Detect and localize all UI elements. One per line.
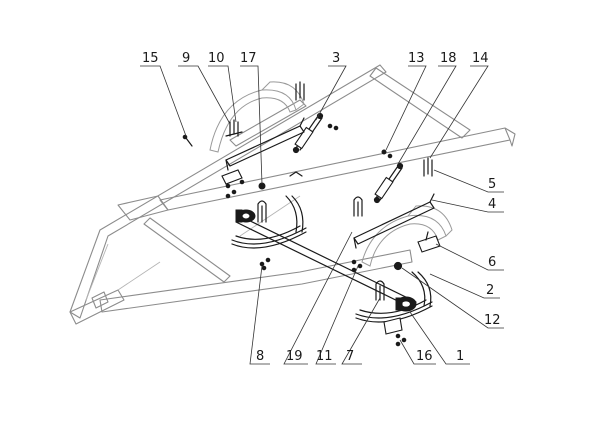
- callout-10: 10: [208, 51, 225, 66]
- fender-left: [209, 81, 305, 153]
- callout-3: 3: [332, 51, 340, 66]
- u-bolt-right-lower: [375, 280, 385, 301]
- wheel-hub-right: [395, 296, 417, 312]
- callout-6: 6: [488, 255, 496, 270]
- leaf-spring-right: [355, 271, 433, 323]
- bracket-right-rear: [353, 193, 435, 249]
- wheel-hub-left: [235, 209, 256, 223]
- shock-absorber-right: [373, 162, 404, 204]
- trailer-frame: [69, 64, 516, 325]
- callout-5: 5: [488, 177, 496, 192]
- callout-15: 15: [142, 51, 159, 66]
- callout-16: 16: [416, 349, 433, 364]
- bracket-left-rear: [225, 117, 305, 171]
- u-bolt-left-upper: [257, 200, 267, 223]
- leaf-spring-left: [231, 195, 307, 249]
- callout-17: 17: [240, 51, 257, 66]
- callout-1: 1: [456, 349, 464, 364]
- callout-12: 12: [484, 313, 501, 328]
- callout-19: 19: [286, 349, 303, 364]
- callout-13: 13: [408, 51, 425, 66]
- mount-plate-right: [417, 231, 441, 253]
- callout-labels: 15 9 10 17 3 13 18 14 5 4 6 2 12 1 16 7 …: [142, 51, 501, 364]
- callout-18: 18: [440, 51, 457, 66]
- callout-9: 9: [182, 51, 190, 66]
- callout-7: 7: [346, 349, 354, 364]
- callout-2: 2: [486, 283, 494, 298]
- callout-14: 14: [472, 51, 489, 66]
- shock-absorber-left: [292, 112, 324, 154]
- callout-11: 11: [316, 349, 333, 364]
- mount-plate-left: [221, 169, 243, 185]
- fasteners: [182, 81, 433, 347]
- leader-lines: [140, 65, 504, 365]
- u-bolt-center: [353, 196, 363, 217]
- shackle-right: [383, 317, 403, 335]
- callout-4: 4: [488, 197, 496, 212]
- callout-8: 8: [256, 349, 264, 364]
